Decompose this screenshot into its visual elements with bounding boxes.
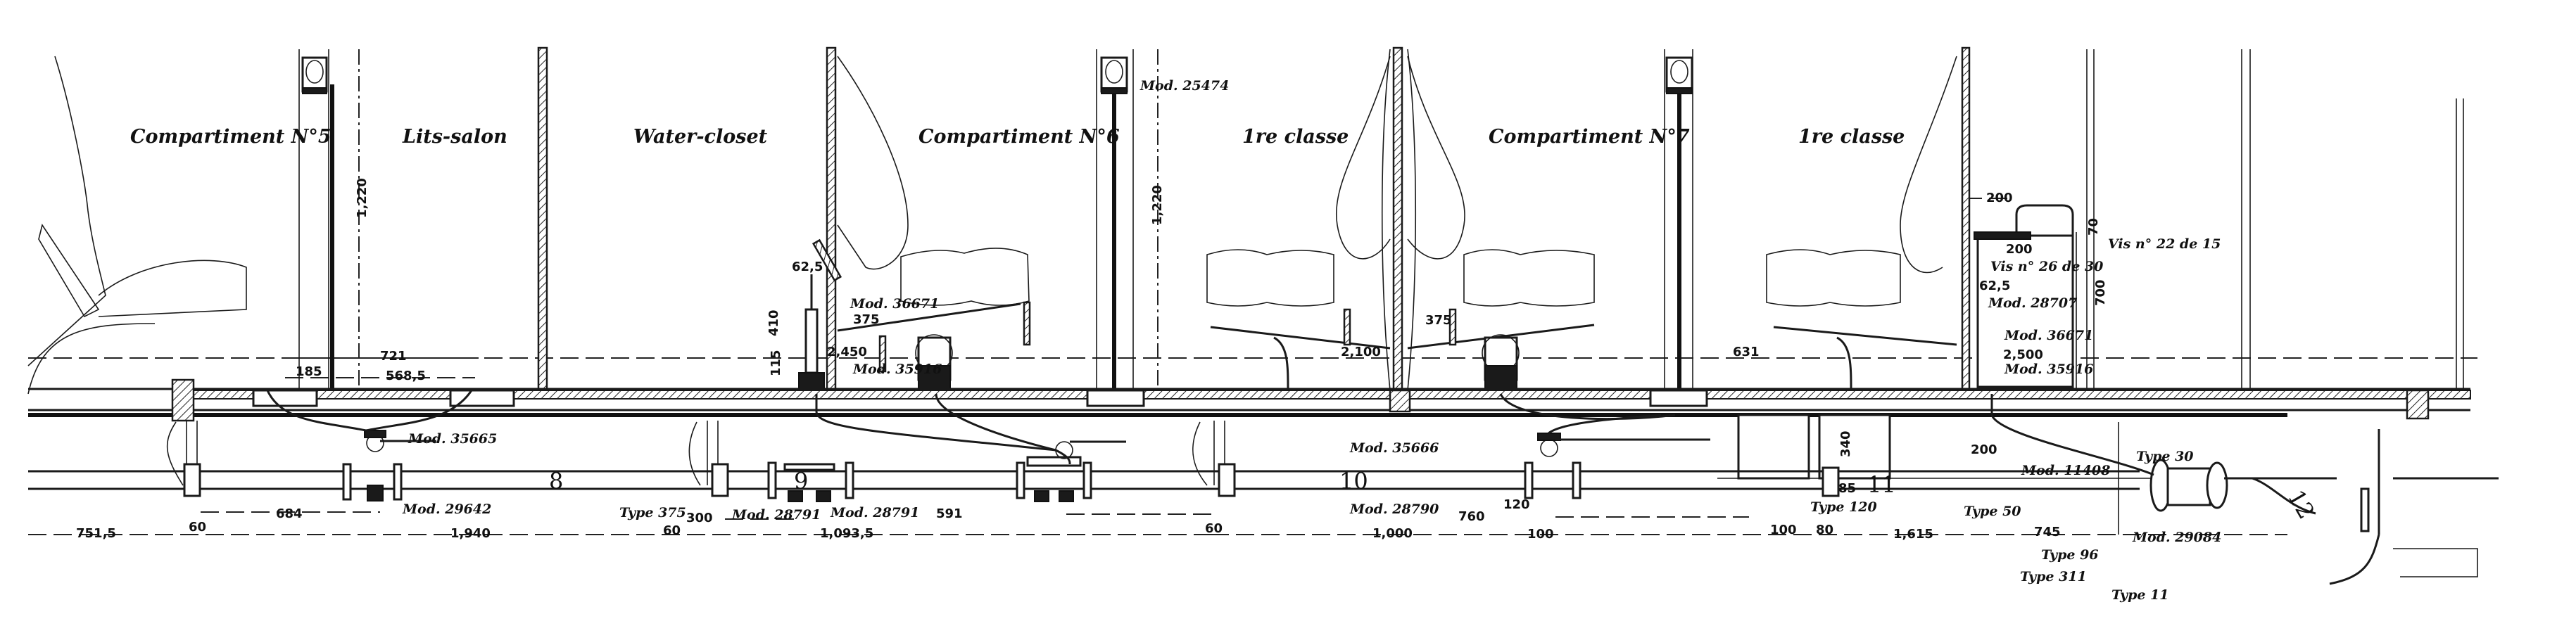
part-label: Mod. 35916 bbox=[852, 362, 942, 377]
heater-upright-unit bbox=[1974, 204, 2077, 394]
part-label: Mod. 35666 bbox=[1349, 440, 1439, 456]
part-label: Mod. 29084 bbox=[2132, 530, 2221, 545]
floor bbox=[28, 378, 2471, 422]
part-label: Mod. 28707 bbox=[1988, 295, 2077, 311]
part-label: Type 375 bbox=[619, 505, 686, 520]
dimension: 80 bbox=[1816, 523, 1833, 537]
pipe-number: 10 bbox=[1339, 468, 1368, 494]
dimension: 60 bbox=[1205, 521, 1223, 536]
dimension: 62,5 bbox=[792, 260, 823, 274]
lamp-icon bbox=[301, 56, 328, 94]
part-label: Mod. 25474 bbox=[1139, 78, 1229, 94]
part-label: Type 30 bbox=[2136, 449, 2194, 464]
dimension: 70 bbox=[2086, 218, 2101, 236]
branch-pipes bbox=[266, 390, 2154, 476]
part-label: Type 11 bbox=[2111, 587, 2169, 603]
dimension: 60 bbox=[189, 520, 206, 535]
part-label: Mod. 29642 bbox=[402, 502, 491, 517]
valve-mod-28790 bbox=[1524, 433, 1581, 499]
dimension: 375 bbox=[853, 312, 880, 327]
room-labels: Compartiment N°5 Lits-salon Water-closet… bbox=[130, 126, 1905, 148]
dimension: 1,220 bbox=[1150, 185, 1165, 225]
partitions bbox=[298, 46, 2464, 394]
valve-mod-28791-b bbox=[1016, 441, 1092, 502]
seat-compartment-5 bbox=[27, 56, 247, 395]
dimension: 60 bbox=[663, 523, 681, 538]
dimension: 410 bbox=[766, 309, 781, 336]
seat-compartment-6 bbox=[812, 56, 1031, 373]
part-label: Mod. 35665 bbox=[408, 431, 497, 447]
dimension: 591 bbox=[936, 506, 963, 521]
valve-mod-28791-a bbox=[767, 461, 854, 502]
part-label: Mod. 36671 bbox=[850, 296, 939, 312]
part-label: Mod. 28791 bbox=[731, 507, 821, 523]
dimension: 700 bbox=[2093, 279, 2108, 306]
dimension: 375 bbox=[1425, 313, 1452, 328]
dimension: 2,500 bbox=[2003, 347, 2043, 362]
part-label: Vis n° 22 de 15 bbox=[2108, 236, 2221, 252]
thermostat-valve-left bbox=[798, 274, 825, 393]
label-water-closet: Water-closet bbox=[633, 126, 768, 148]
label-compartment-7: Compartiment N°7 bbox=[1489, 126, 1690, 148]
dimension: 85 bbox=[1838, 481, 1856, 496]
dimension: 1,940 bbox=[450, 526, 491, 541]
dimension: 200 bbox=[1971, 442, 1997, 457]
label-lits-salon: Lits-salon bbox=[402, 126, 507, 148]
dimension: 200 bbox=[2006, 242, 2033, 257]
dimension: 185 bbox=[296, 364, 322, 379]
heaters bbox=[798, 204, 2077, 394]
dimension: 721 bbox=[380, 349, 407, 364]
part-label: Type 120 bbox=[1810, 499, 1877, 515]
part-label: Type 311 bbox=[2020, 569, 2087, 585]
part-label: Vis n° 26 de 30 bbox=[1990, 259, 2103, 274]
lamp-icon bbox=[1665, 56, 1693, 94]
dimension: 200 bbox=[1986, 191, 2013, 205]
heating-pipe bbox=[28, 429, 2499, 585]
dimension: 62,5 bbox=[1979, 279, 2010, 293]
dimension: 1,093,5 bbox=[820, 526, 873, 541]
label-compartment-6: Compartiment N°6 bbox=[918, 126, 1120, 148]
label-first-class-b: 1re classe bbox=[1798, 126, 1905, 148]
pipe-number: 12 bbox=[2283, 485, 2320, 523]
dimension: 631 bbox=[1733, 345, 1760, 359]
pipe-number: 9 bbox=[794, 468, 808, 494]
dimension: 745 bbox=[2034, 525, 2061, 539]
dimension: 568,5 bbox=[386, 369, 426, 383]
seat-first-class-b bbox=[1766, 56, 1957, 391]
coupling-end bbox=[2149, 429, 2499, 585]
part-label: Mod. 28791 bbox=[830, 505, 919, 520]
label-first-class-a: 1re classe bbox=[1242, 126, 1349, 148]
dimension-values: 1,220 1,220 721 185 568,5 684 60 1,940 7… bbox=[76, 178, 2108, 542]
part-label: Mod. 11408 bbox=[2021, 463, 2110, 478]
pipe-number: 8 bbox=[549, 468, 563, 494]
heater-compartment-6 bbox=[915, 334, 953, 391]
part-label: Mod. 36671 bbox=[2004, 328, 2093, 343]
dimension: 100 bbox=[1770, 523, 1797, 537]
dimension: 751,5 bbox=[76, 526, 116, 541]
dimension: 1,615 bbox=[1893, 527, 1933, 542]
heater-compartment-7 bbox=[1482, 334, 1520, 391]
dimension: 100 bbox=[1527, 527, 1554, 542]
dimension: 2,450 bbox=[827, 345, 867, 359]
dimension: 684 bbox=[276, 506, 303, 521]
ceiling-lamps bbox=[301, 56, 1693, 94]
dimension: 120 bbox=[1503, 497, 1530, 512]
dimension: 760 bbox=[1458, 509, 1485, 524]
part-label: Mod. 28790 bbox=[1349, 502, 1439, 517]
dimension: 1,220 bbox=[355, 178, 370, 218]
dimension: 115 bbox=[769, 350, 783, 376]
valve-mod-29642 bbox=[342, 430, 403, 502]
dimension: 340 bbox=[1838, 430, 1853, 457]
pipe-number: 11 bbox=[1867, 471, 1896, 498]
dimension: 300 bbox=[686, 511, 713, 525]
part-labels: Mod. 25474 Mod. 35665 Mod. 29642 Type 37… bbox=[402, 78, 2221, 603]
label-compartment-5: Compartiment N°5 bbox=[130, 126, 332, 148]
part-label: Mod. 35916 bbox=[2004, 362, 2093, 377]
lamp-icon bbox=[1100, 56, 1128, 94]
part-label: Type 50 bbox=[1964, 504, 2021, 519]
part-label: Type 96 bbox=[2041, 547, 2099, 563]
dimension: 2,100 bbox=[1341, 345, 1381, 359]
dimension: 1,000 bbox=[1372, 526, 1413, 541]
